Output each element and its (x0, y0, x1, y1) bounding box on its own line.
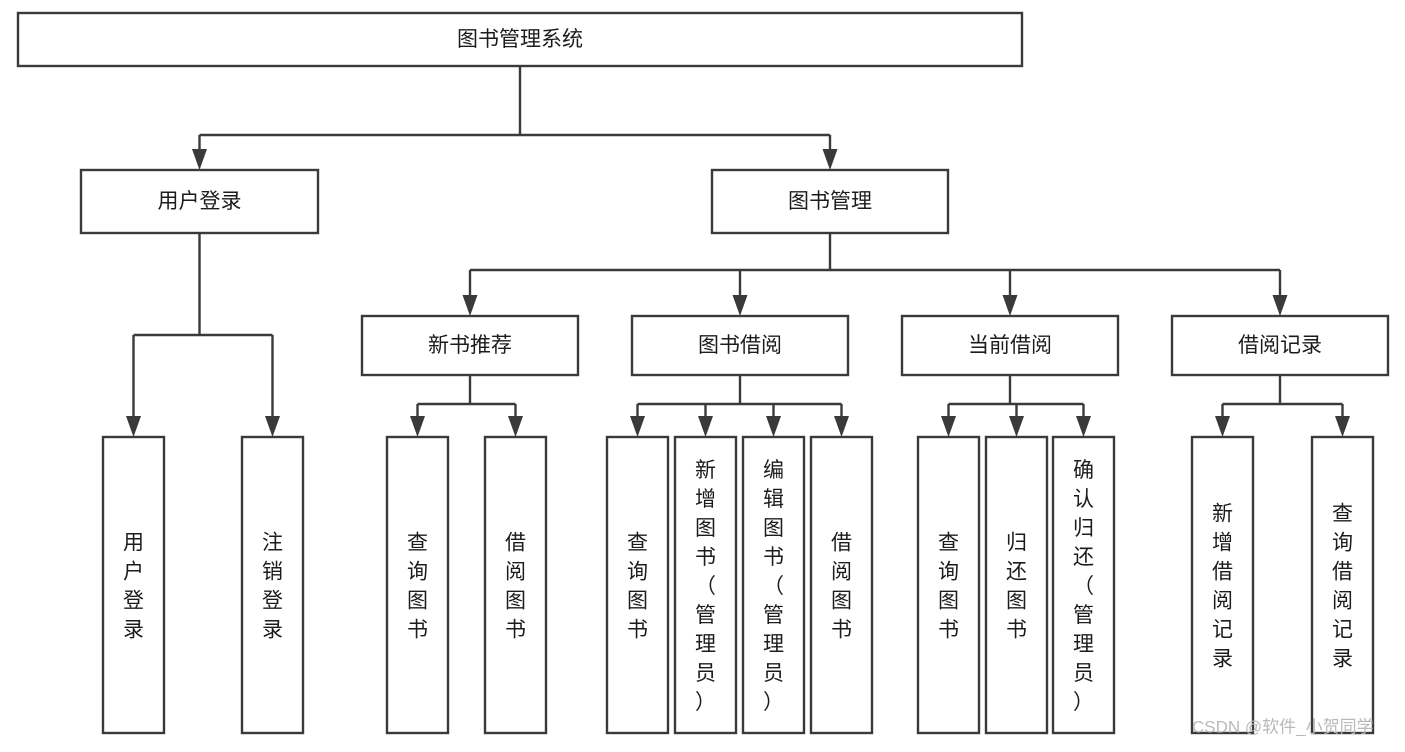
arrow-head-icon (265, 416, 280, 437)
node-leaf-12[interactable]: 查询借阅记录 (1310, 435, 1375, 735)
arrow-head-icon (192, 149, 207, 170)
connector-lines-group (126, 66, 1350, 437)
arrow-head-icon (1009, 416, 1024, 437)
node-label: 编辑图书（管理员） (763, 459, 784, 714)
node-leaf-0[interactable]: 用户登录 (101, 435, 166, 735)
node-box-rect (710, 168, 950, 235)
node-box-rect (360, 314, 580, 377)
node-box-rect (1051, 435, 1116, 735)
node-box-rect (1170, 314, 1390, 377)
arrow-head-icon (834, 416, 849, 437)
node-label: 新增图书（管理员） (695, 459, 716, 714)
node-leaf-5[interactable]: 新增图书（管理员） (673, 435, 738, 735)
node-label: 借阅图书 (831, 532, 852, 642)
node-box-rect (809, 435, 874, 735)
node-label: 新增借阅记录 (1212, 503, 1233, 671)
node-level3-1[interactable]: 图书借阅 (630, 314, 850, 377)
node-level3-3[interactable]: 借阅记录 (1170, 314, 1390, 377)
arrow-head-icon (698, 416, 713, 437)
node-leaf-4[interactable]: 查询图书 (605, 435, 670, 735)
node-box-rect (900, 314, 1120, 377)
arrow-head-icon (1272, 295, 1288, 316)
csdn-watermark: CSDN @软件_小贺同学 (1192, 717, 1374, 736)
node-box-rect (1190, 435, 1255, 735)
node-leaf-6[interactable]: 编辑图书（管理员） (741, 435, 806, 735)
node-label: 当前借阅 (968, 334, 1052, 357)
arrow-head-icon (1335, 416, 1350, 437)
nodes-group: 图书管理系统用户登录图书管理新书推荐图书借阅当前借阅借阅记录用户登录注销登录查询… (16, 11, 1390, 735)
arrow-head-icon (732, 295, 748, 316)
node-leaf-3[interactable]: 借阅图书 (483, 435, 548, 735)
arrow-head-icon (822, 149, 838, 170)
node-box-rect (79, 168, 320, 235)
node-label: 用户登录 (158, 190, 242, 213)
arrow-head-icon (1215, 416, 1230, 437)
node-label: 借阅记录 (1238, 334, 1322, 357)
arrow-head-icon (630, 416, 645, 437)
node-root-图书管理系统[interactable]: 图书管理系统 (16, 11, 1024, 68)
node-box-rect (630, 314, 850, 377)
node-leaf-8[interactable]: 查询图书 (916, 435, 981, 735)
node-box-rect (385, 435, 450, 735)
node-leaf-2[interactable]: 查询图书 (385, 435, 450, 735)
node-label: 新书推荐 (428, 334, 512, 357)
node-label: 查询图书 (938, 532, 959, 642)
node-label: 查询图书 (627, 532, 648, 642)
arrow-head-icon (126, 416, 141, 437)
node-box-rect (1310, 435, 1375, 735)
node-label: 借阅图书 (505, 532, 526, 642)
node-level2-1[interactable]: 图书管理 (710, 168, 950, 235)
node-box-rect (605, 435, 670, 735)
arrow-head-icon (410, 416, 425, 437)
node-box-rect (240, 435, 305, 735)
node-box-rect (741, 435, 806, 735)
node-label: 查询借阅记录 (1332, 503, 1353, 671)
node-box-rect (984, 435, 1049, 735)
node-label: 查询图书 (407, 532, 428, 642)
node-label: 归还图书 (1006, 532, 1027, 642)
node-box-rect (673, 435, 738, 735)
node-leaf-1[interactable]: 注销登录 (240, 435, 305, 735)
node-level3-2[interactable]: 当前借阅 (900, 314, 1120, 377)
node-leaf-7[interactable]: 借阅图书 (809, 435, 874, 735)
arrow-head-icon (508, 416, 523, 437)
node-box-rect (16, 11, 1024, 68)
node-label: 图书借阅 (698, 334, 782, 357)
node-label: 用户登录 (123, 532, 144, 642)
arrow-head-icon (1076, 416, 1091, 437)
node-box-rect (483, 435, 548, 735)
arrow-head-icon (462, 295, 478, 316)
node-box-rect (101, 435, 166, 735)
arrow-head-icon (1002, 295, 1018, 316)
node-level2-0[interactable]: 用户登录 (79, 168, 320, 235)
node-leaf-10[interactable]: 确认归还（管理员） (1051, 435, 1116, 735)
node-leaf-9[interactable]: 归还图书 (984, 435, 1049, 735)
node-level3-0[interactable]: 新书推荐 (360, 314, 580, 377)
node-label: 确认归还（管理员） (1073, 459, 1094, 714)
node-leaf-11[interactable]: 新增借阅记录 (1190, 435, 1255, 735)
arrow-head-icon (766, 416, 781, 437)
node-label: 注销登录 (262, 532, 283, 642)
arrow-head-icon (941, 416, 956, 437)
node-label: 图书管理系统 (457, 28, 583, 51)
node-box-rect (916, 435, 981, 735)
node-label: 图书管理 (788, 190, 872, 213)
